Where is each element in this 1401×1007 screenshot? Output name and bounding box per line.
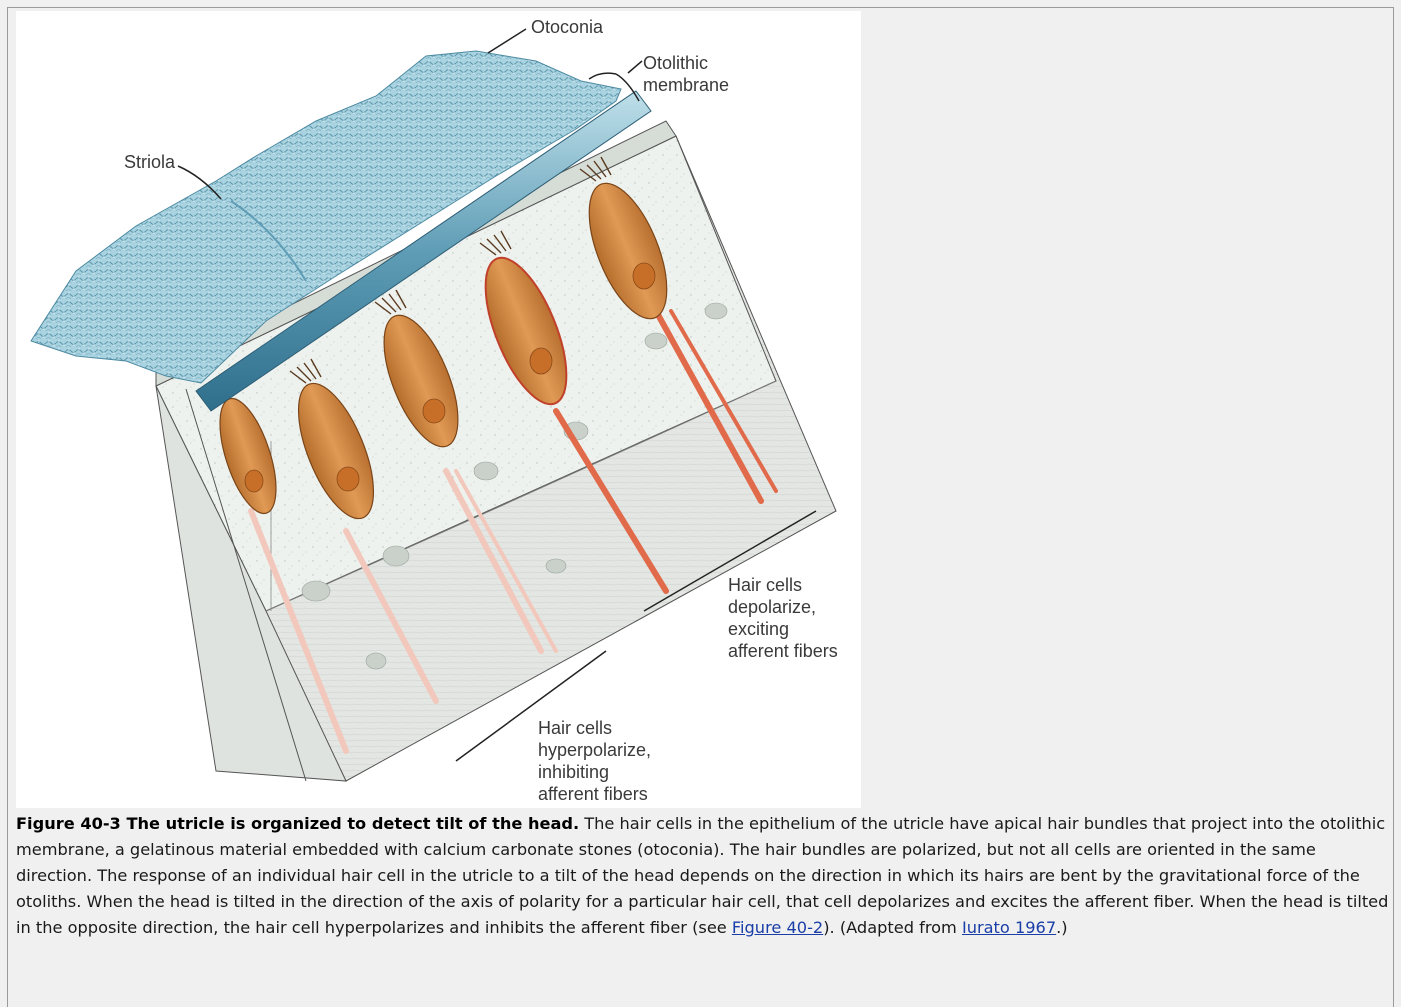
caption-title: Figure 40-3 The utricle is organized to … (16, 814, 579, 833)
depolarize-label-line2: depolarize, (728, 597, 816, 617)
depolarize-label-line1: Hair cells (728, 575, 802, 595)
striola-label: Striola (124, 152, 176, 172)
iurato-1967-link[interactable]: Iurato 1967 (962, 918, 1056, 937)
hyperpolarize-label-line4: afferent fibers (538, 784, 648, 804)
utricle-illustration: Otoconia Otolithic membrane Striola Hair… (16, 11, 861, 808)
otolithic-label-line1: Otolithic (643, 53, 708, 73)
otoconia-label: Otoconia (531, 17, 604, 37)
figure-40-2-link[interactable]: Figure 40-2 (732, 918, 823, 937)
figure-panel: Otoconia Otolithic membrane Striola Hair… (7, 7, 1394, 1007)
caption-body-2: ). (Adapted from (823, 918, 962, 937)
utricle-diagram: Otoconia Otolithic membrane Striola Hair… (16, 11, 861, 808)
otolithic-label-line2: membrane (643, 75, 729, 95)
figure-caption: Figure 40-3 The utricle is organized to … (16, 811, 1390, 941)
caption-body-3: .) (1056, 918, 1067, 937)
depolarize-label-line3: exciting (728, 619, 789, 639)
hyperpolarize-label-line2: hyperpolarize, (538, 740, 651, 760)
hyperpolarize-label-line3: inhibiting (538, 762, 609, 782)
hyperpolarize-label-line1: Hair cells (538, 718, 612, 738)
depolarize-label-line4: afferent fibers (728, 641, 838, 661)
